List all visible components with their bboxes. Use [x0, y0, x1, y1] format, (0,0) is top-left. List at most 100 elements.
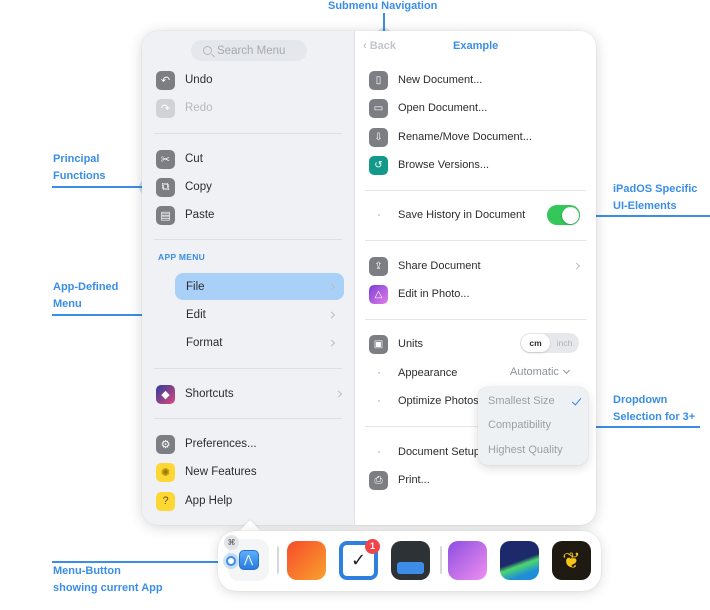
menu-item-shortcuts[interactable]: ◆ Shortcuts [156, 382, 343, 406]
divider [154, 239, 342, 240]
divider [365, 240, 586, 241]
menu-item-label: App Help [185, 495, 233, 507]
back-button[interactable]: ‹ Back [363, 40, 397, 52]
menu-item-document-setup[interactable]: Document Setup [369, 441, 480, 463]
submenu-file[interactable]: File [175, 273, 344, 300]
menu-item-new-document[interactable]: ▯ New Document... [369, 69, 482, 91]
callout-text: Dropdown [613, 394, 668, 406]
menu-item-browse-versions[interactable]: ↺ Browse Versions... [369, 154, 489, 176]
menu-item-print[interactable]: ⎙ Print... [369, 469, 430, 491]
menu-item-label: Save History in Document [398, 209, 526, 221]
callout-line [590, 426, 700, 428]
tray-icon: ⇩ [369, 127, 388, 147]
callout-text: Functions [53, 170, 106, 182]
callout-app-defined-menu: App-Defined Menu [53, 279, 118, 313]
menu-item-optimize-photos: Optimize Photos [369, 390, 479, 412]
menu-item-label: Rename/Move Document... [398, 131, 532, 143]
menu-item-new-features[interactable]: ✺ New Features [156, 460, 257, 484]
menu-item-label: Undo [185, 74, 213, 86]
chevron-right-icon [327, 310, 336, 319]
dock-divider [277, 546, 279, 574]
tasks-app-icon[interactable]: 1 ✓ [339, 539, 380, 580]
dropdown-option-smallest-size[interactable]: Smallest Size [488, 395, 555, 407]
submenu-label: Format [186, 336, 223, 349]
save-history-toggle[interactable] [547, 205, 580, 225]
dropdown-value: Automatic [510, 366, 559, 378]
divider [365, 319, 586, 320]
dock: ⌘ ⋀ 1 ✓ ❦ [218, 531, 601, 591]
checkmark-icon [571, 395, 582, 406]
pencil-app-icon[interactable] [287, 541, 326, 580]
command-key-icon: ⌘ [224, 535, 239, 550]
toggle-knob [561, 206, 579, 224]
dropdown-option-highest-quality[interactable]: Highest Quality [488, 444, 563, 456]
menu-item-paste[interactable]: ▤ Paste [156, 203, 214, 227]
menu-item-rename-move[interactable]: ⇩ Rename/Move Document... [369, 126, 532, 148]
callout-line [52, 561, 228, 563]
menu-item-label: Preferences... [185, 438, 257, 450]
callout-text: Principal [53, 153, 100, 165]
optimize-photos-dropdown: Smallest Size Compatibility Highest Qual… [478, 387, 588, 465]
menu-item-label: Redo [185, 102, 213, 114]
menu-item-open-document[interactable]: ▭ Open Document... [369, 97, 487, 119]
menu-item-edit-in-photo[interactable]: △ Edit in Photo... [369, 283, 470, 305]
notification-badge: 1 [365, 539, 380, 554]
undo-icon: ↶ [156, 70, 175, 90]
menu-item-label: Cut [185, 153, 203, 165]
sparkle-icon: ✺ [156, 462, 175, 482]
submenu-label: Edit [186, 308, 206, 321]
menu-item-label: Share Document [398, 260, 481, 272]
menu-item-undo[interactable]: ↶ Undo [156, 68, 213, 92]
menu-item-copy[interactable]: ⧉ Copy [156, 175, 212, 199]
segment-cm[interactable]: cm [521, 334, 550, 352]
menu-item-label: Edit in Photo... [398, 288, 470, 300]
butterfly-app-icon[interactable]: ❦ [552, 541, 591, 580]
submenu-title: Example [453, 40, 499, 52]
menu-item-label: Copy [185, 181, 212, 193]
menu-item-units: ▣ Units [369, 333, 423, 355]
units-segmented-control[interactable]: cm inch [520, 333, 579, 353]
callout-submenu-navigation: Submenu Navigation [328, 0, 438, 12]
back-label: Back [369, 40, 397, 52]
chevron-right-icon [572, 262, 581, 270]
dropdown-option-compatibility[interactable]: Compatibility [488, 419, 551, 431]
appearance-dropdown[interactable]: Automatic [510, 366, 570, 378]
submenu-format[interactable]: Format [175, 329, 344, 356]
photo-app-icon[interactable] [448, 541, 487, 580]
callout-text: App-Defined [53, 281, 119, 293]
menu-item-share-document[interactable]: ⇪ Share Document [369, 255, 581, 277]
video-app-icon[interactable] [500, 541, 539, 580]
callout-text: Menu-Button [53, 565, 121, 577]
shortcuts-icon: ◆ [156, 384, 175, 404]
callout-text: showing current App [53, 582, 163, 594]
menu-item-label: Appearance [398, 367, 458, 379]
menu-item-preferences[interactable]: ⚙ Preferences... [156, 432, 257, 456]
bullet-icon [369, 451, 388, 453]
menu-item-appearance: Appearance [369, 362, 457, 384]
search-input[interactable]: Search Menu [191, 40, 307, 61]
calculator-app-icon[interactable] [391, 541, 430, 580]
menu-item-cut[interactable]: ✂ Cut [156, 147, 203, 171]
chevron-right-icon [327, 338, 336, 347]
scissors-icon: ✂ [156, 149, 175, 169]
menu-item-label: Browse Versions... [398, 159, 490, 171]
submenu-edit[interactable]: Edit [175, 301, 344, 328]
submenu-label: File [186, 280, 205, 293]
callout-principal-functions: Principal Functions [53, 151, 106, 185]
menu-item-app-help[interactable]: ? App Help [156, 489, 232, 513]
segment-inch[interactable]: inch [556, 338, 573, 348]
callout-menu-button: Menu-Button showing current App [53, 563, 163, 597]
menu-button[interactable]: ⌘ ⋀ [224, 535, 269, 581]
divider [365, 190, 586, 191]
share-icon: ⇪ [369, 256, 388, 276]
folder-icon: ▭ [369, 98, 388, 118]
callout-line [383, 13, 385, 33]
photo-app-icon: △ [369, 284, 388, 304]
menu-item-label: Print... [398, 474, 430, 486]
callout-text: Menu [53, 298, 82, 310]
menu-item-label: Units [398, 338, 424, 350]
callout-line [52, 186, 144, 188]
paste-icon: ▤ [156, 205, 175, 225]
new-document-icon: ▯ [369, 70, 388, 90]
callout-node [226, 556, 236, 566]
